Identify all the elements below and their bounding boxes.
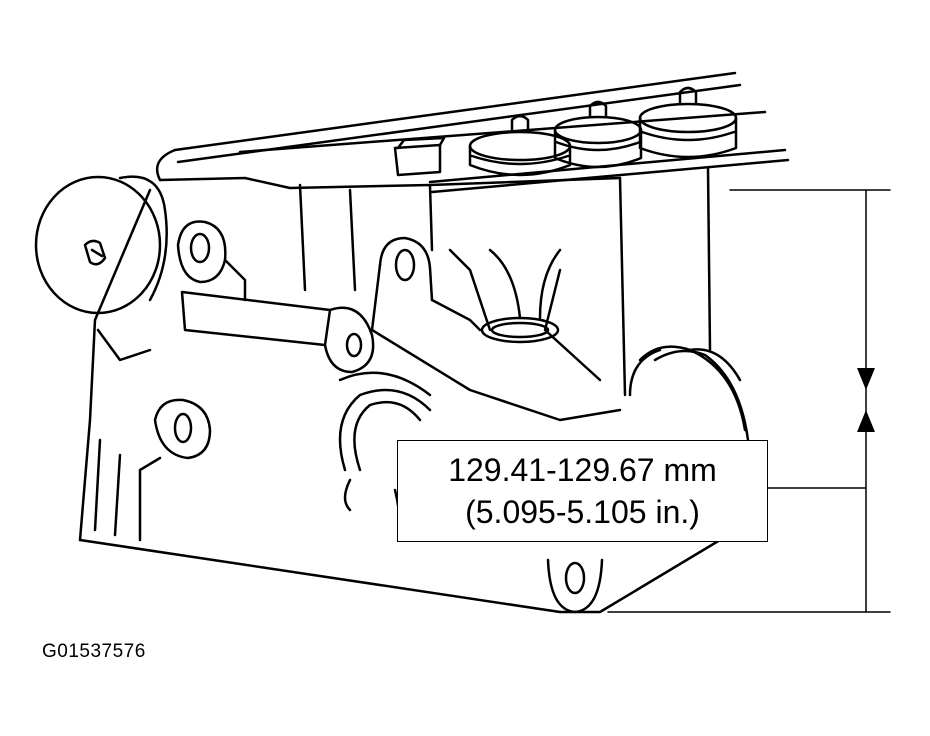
water-outlet xyxy=(180,290,375,374)
center-rib xyxy=(370,248,622,422)
dimension-arrows xyxy=(857,368,875,432)
arrow-up-icon xyxy=(857,410,875,432)
head-outline xyxy=(78,166,722,614)
dimension-metric: 129.41-129.67 mm xyxy=(448,452,717,488)
front-cap xyxy=(34,175,168,315)
dimension-imperial: (5.095-5.105 in.) xyxy=(465,494,700,530)
dimension-lines xyxy=(607,189,891,613)
bottom-bolt-boss xyxy=(546,558,604,614)
figure-id: G01537576 xyxy=(42,641,146,662)
center-boss xyxy=(370,236,482,332)
lower-left-boss xyxy=(93,398,212,542)
arrow-down-icon xyxy=(857,368,875,390)
dimension-callout: 129.41-129.67 mm (5.095-5.105 in.) xyxy=(397,440,768,542)
spark-plug-tube xyxy=(480,248,562,344)
valve-springs xyxy=(393,86,738,177)
upper-left-boss xyxy=(176,220,247,302)
right-port xyxy=(628,345,750,442)
